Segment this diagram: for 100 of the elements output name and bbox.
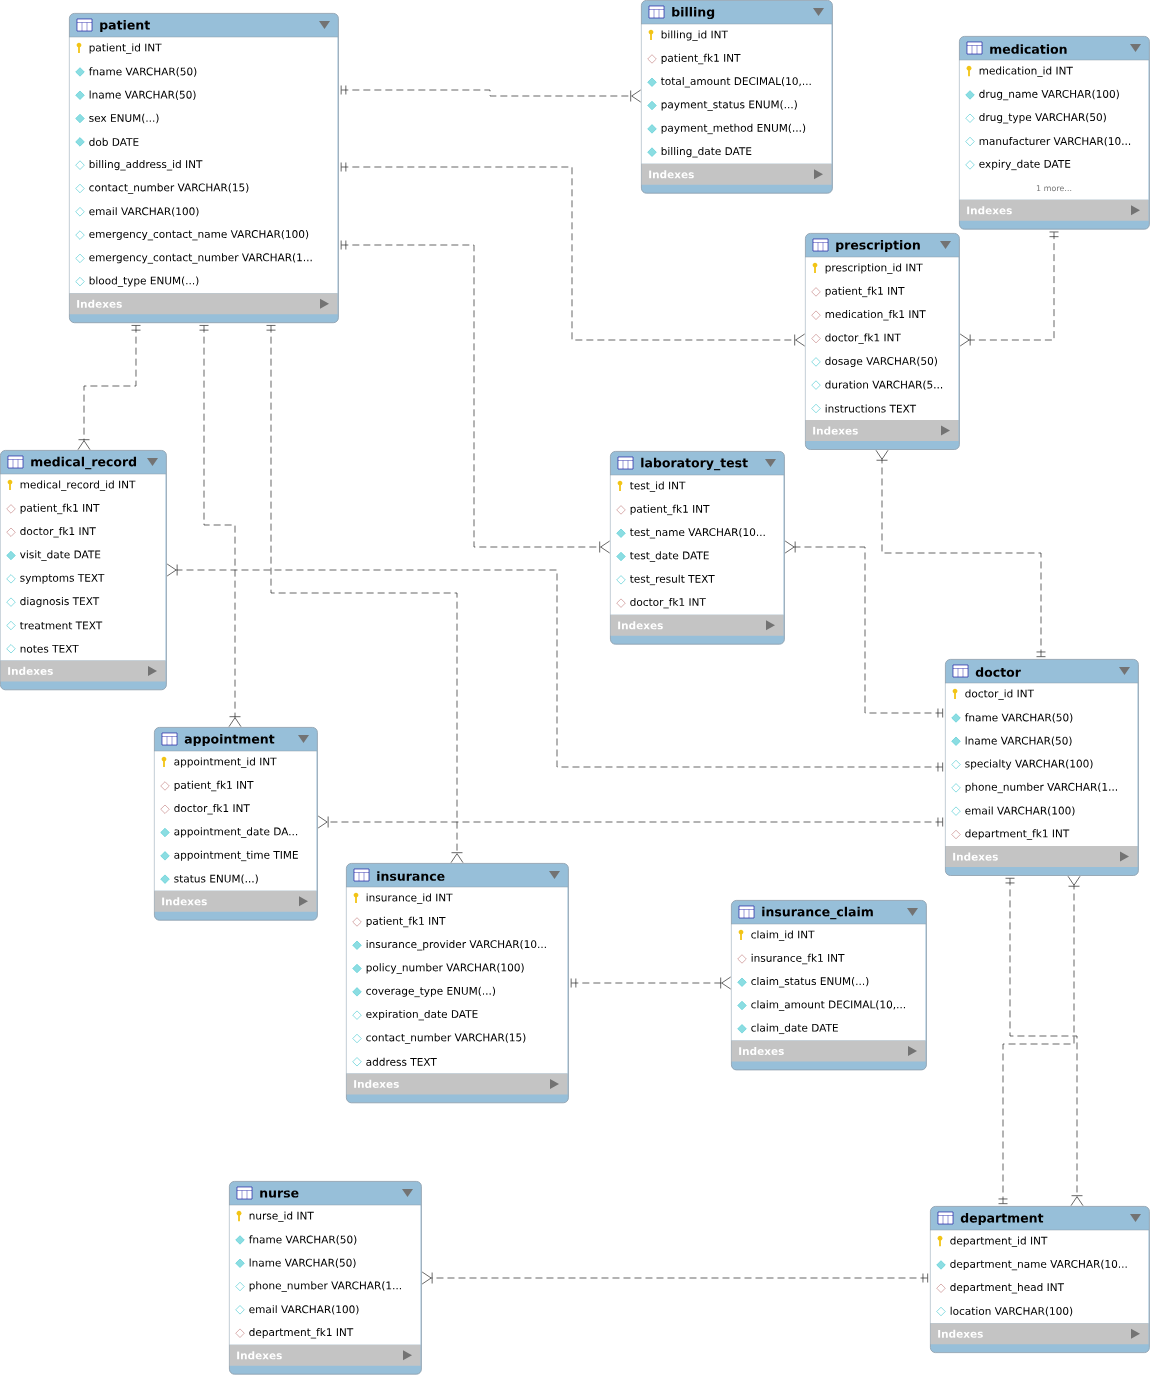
column-label: dosage VARCHAR(50)	[825, 356, 937, 367]
column-label: nurse_id INT	[249, 1211, 314, 1222]
column-label: coverage_type ENUM(...)	[366, 986, 496, 998]
column-label: dob DATE	[89, 137, 139, 146]
column-label: doctor_fk1 INT	[825, 333, 901, 344]
relationship-line	[317, 815, 943, 829]
table-title: appointment	[184, 733, 275, 747]
column-label: blood_type ENUM(...)	[89, 276, 199, 287]
column-label: department_fk1 INT	[965, 829, 1070, 840]
column-label: phone_number VARCHAR(1...	[965, 782, 1117, 794]
column-label: test_date DATE	[630, 551, 709, 562]
indexes-label: Indexes	[953, 852, 998, 861]
table-title: doctor	[975, 667, 1021, 677]
column-label: department_fk1 INT	[249, 1328, 354, 1339]
column-label: visit_date DATE	[20, 550, 101, 561]
relationship-line	[784, 540, 943, 718]
column-label: insurance_id INT	[366, 893, 453, 904]
column-label: medical_record_id INT	[20, 480, 136, 491]
indexes-label: Indexes	[8, 666, 53, 675]
relationship-line	[266, 325, 464, 863]
column-label: duration VARCHAR(5...	[825, 380, 943, 390]
column-label: patient_fk1 INT	[630, 504, 710, 516]
table-title: nurse	[260, 1190, 299, 1198]
column-label: patient_fk1 INT	[366, 916, 446, 928]
column-label: test_result TEXT	[630, 574, 715, 586]
column-label: lname VARCHAR(50)	[89, 90, 196, 100]
column-label: department_head INT	[950, 1283, 1064, 1294]
table-title: billing	[672, 6, 715, 20]
column-label: doctor_id INT	[965, 689, 1034, 700]
column-label: expiration_date DATE	[366, 1009, 478, 1021]
indexes-label: Indexes	[967, 206, 1012, 215]
relationship-line	[959, 231, 1059, 347]
column-label: email VARCHAR(100)	[89, 207, 199, 217]
indexes-label: Indexes	[237, 1351, 282, 1360]
column-label: patient_id INT	[89, 43, 162, 54]
column-label: status ENUM(...)	[174, 874, 258, 884]
column-label: instructions TEXT	[825, 404, 917, 413]
column-label: department_id INT	[950, 1236, 1048, 1247]
column-label: email VARCHAR(100)	[249, 1305, 359, 1315]
column-label: policy_number VARCHAR(100)	[366, 963, 524, 974]
relationship-line	[77, 325, 141, 450]
column-label: address TEXT	[366, 1057, 437, 1066]
column-label: fname VARCHAR(50)	[88, 67, 197, 77]
column-label: phone_number VARCHAR(1...	[249, 1281, 401, 1292]
relationship-line	[166, 563, 943, 772]
indexes-label: Indexes	[77, 299, 122, 308]
column-label: insurance_provider VARCHAR(10...	[366, 940, 546, 951]
table-title: department	[960, 1212, 1044, 1226]
column-label: doctor_fk1 INT	[20, 527, 96, 538]
table-title: medication	[990, 44, 1067, 54]
column-label: patient_fk1 INT	[825, 286, 905, 298]
column-label: fname VARCHAR(50)	[248, 1235, 357, 1245]
table-title: prescription	[836, 239, 920, 253]
column-label: patient_fk1 INT	[20, 503, 100, 515]
relationship-line	[340, 240, 610, 554]
column-label: patient_fk1 INT	[174, 780, 254, 792]
column-label: medication_fk1 INT	[825, 310, 926, 321]
column-label: payment_method ENUM(...)	[661, 123, 806, 135]
relationship-line	[199, 325, 242, 727]
indexes-label: Indexes	[649, 170, 694, 179]
relationship-line	[340, 85, 641, 103]
column-label: manufacturer VARCHAR(10...	[979, 136, 1131, 147]
column-label: contact_number VARCHAR(15)	[366, 1033, 526, 1044]
column-label: drug_type VARCHAR(50)	[979, 113, 1106, 124]
column-label: test_name VARCHAR(10...	[630, 528, 765, 539]
column-label: test_id INT	[630, 481, 686, 492]
column-label: payment_status ENUM(...)	[661, 100, 797, 111]
column-label: billing_date DATE	[661, 147, 752, 158]
column-label: medication_id INT	[979, 66, 1073, 77]
column-label: treatment TEXT	[20, 621, 103, 630]
column-label: claim_status ENUM(...)	[751, 977, 869, 988]
column-label: diagnosis TEXT	[20, 597, 100, 608]
column-label: notes TEXT	[20, 644, 79, 653]
column-label: billing_id INT	[661, 30, 728, 41]
column-label: patient_fk1 INT	[661, 53, 741, 65]
relationship-line	[340, 162, 805, 347]
column-label: lname VARCHAR(50)	[965, 736, 1072, 746]
column-label: specialty VARCHAR(100)	[965, 759, 1093, 770]
column-label: lname VARCHAR(50)	[249, 1258, 356, 1268]
column-label: symptoms TEXT	[20, 574, 105, 584]
table-title: insurance_claim	[762, 906, 873, 920]
indexes-label: Indexes	[739, 1046, 784, 1056]
indexes-label: Indexes	[938, 1329, 983, 1338]
column-label: drug_name VARCHAR(100)	[979, 89, 1119, 101]
relationship-line	[570, 976, 731, 990]
indexes-label: Indexes	[618, 621, 663, 630]
column-label: prescription_id INT	[825, 263, 923, 274]
column-label: contact_number VARCHAR(15)	[89, 183, 249, 194]
column-label: appointment_time TIME	[174, 850, 298, 862]
table-title: medical_record	[31, 456, 137, 470]
column-label: insurance_fk1 INT	[751, 953, 845, 965]
column-label: total_amount DECIMAL(10,...	[661, 77, 811, 88]
column-label: billing_address_id INT	[89, 160, 203, 171]
column-label: emergency_contact_number VARCHAR(1...	[89, 253, 312, 264]
column-label: department_name VARCHAR(10...	[950, 1259, 1127, 1271]
indexes-label: Indexes	[354, 1079, 399, 1088]
column-label: doctor_fk1 INT	[174, 804, 250, 815]
more-label: 1 more...	[1036, 185, 1072, 192]
table-title: patient	[100, 19, 150, 33]
column-label: sex ENUM(...)	[89, 113, 159, 124]
